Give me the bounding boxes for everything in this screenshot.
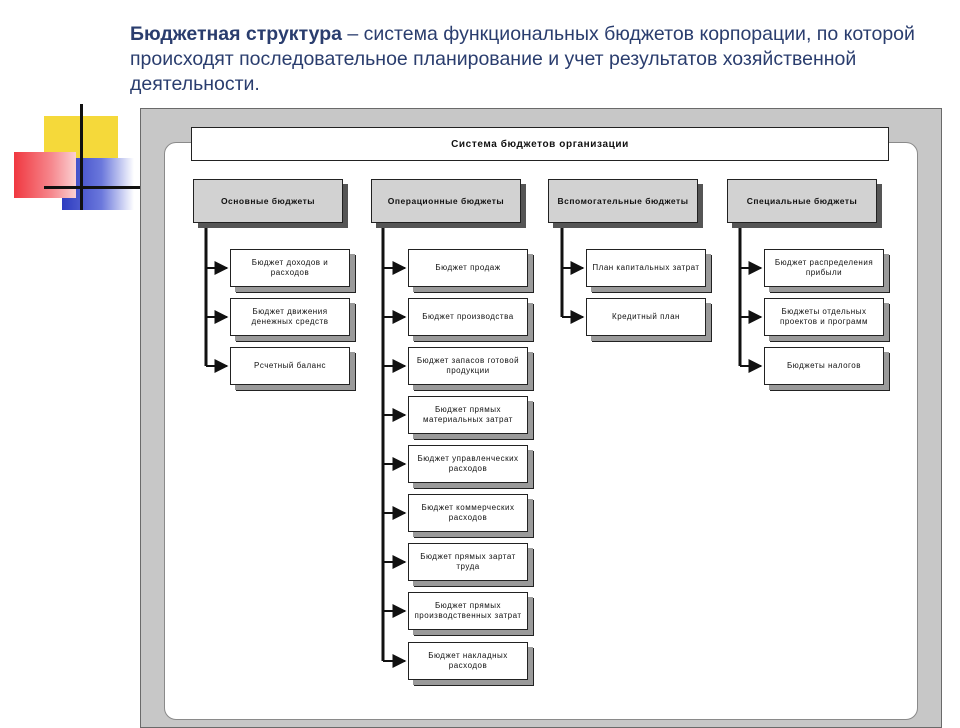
node-management-expenses-budget: Бюджет управленческих расходов xyxy=(408,445,528,483)
node-credit-plan: Кредитный план xyxy=(586,298,706,336)
node-profit-distribution-budget: Бюджет распределения прибыли xyxy=(764,249,884,287)
node-finished-goods-budget: Бюджет запасов готовой продукции xyxy=(408,347,528,385)
node-direct-materials-budget: Бюджет прямых материальных затрат xyxy=(408,396,528,434)
node-capital-expenditure-plan: План капитальных затрат xyxy=(586,249,706,287)
node-production-budget: Бюджет производства xyxy=(408,298,528,336)
node-sales-budget: Бюджет продаж xyxy=(408,249,528,287)
node-direct-production-costs-budget: Бюджет прямых производственных затрат xyxy=(408,592,528,630)
header-basic-budgets: Основные бюджеты xyxy=(193,179,343,223)
node-direct-labor-budget: Бюджет прямых зартат труда xyxy=(408,543,528,581)
node-commercial-expenses-budget: Бюджет коммерческих расходов xyxy=(408,494,528,532)
title-definition: – система функциональных бюджетов корпор… xyxy=(130,23,915,95)
page-title: Бюджетная структура – система функционал… xyxy=(130,22,930,97)
node-balance-sheet: Рсчетный баланс xyxy=(230,347,350,385)
root-node: Система бюджетов организации xyxy=(191,127,889,161)
diagram-panel xyxy=(164,142,918,720)
header-operational-budgets: Операционные бюджеты xyxy=(371,179,521,223)
node-income-expense-budget: Бюджет доходов и расходов xyxy=(230,249,350,287)
decoration-red-square xyxy=(14,152,76,198)
decoration-vertical-line xyxy=(80,104,83,210)
decoration-horizontal-line xyxy=(44,186,140,189)
header-auxiliary-budgets: Вспомогательные бюджеты xyxy=(548,179,698,223)
header-special-budgets: Специальные бюджеты xyxy=(727,179,877,223)
title-term: Бюджетная структура xyxy=(130,23,342,45)
node-cash-flow-budget: Бюджет движения денежных средств xyxy=(230,298,350,336)
node-projects-programs-budgets: Бюджеты отдельных проектов и программ xyxy=(764,298,884,336)
node-tax-budgets: Бюджеты налогов xyxy=(764,347,884,385)
node-overhead-budget: Бюджет накладных расходов xyxy=(408,642,528,680)
